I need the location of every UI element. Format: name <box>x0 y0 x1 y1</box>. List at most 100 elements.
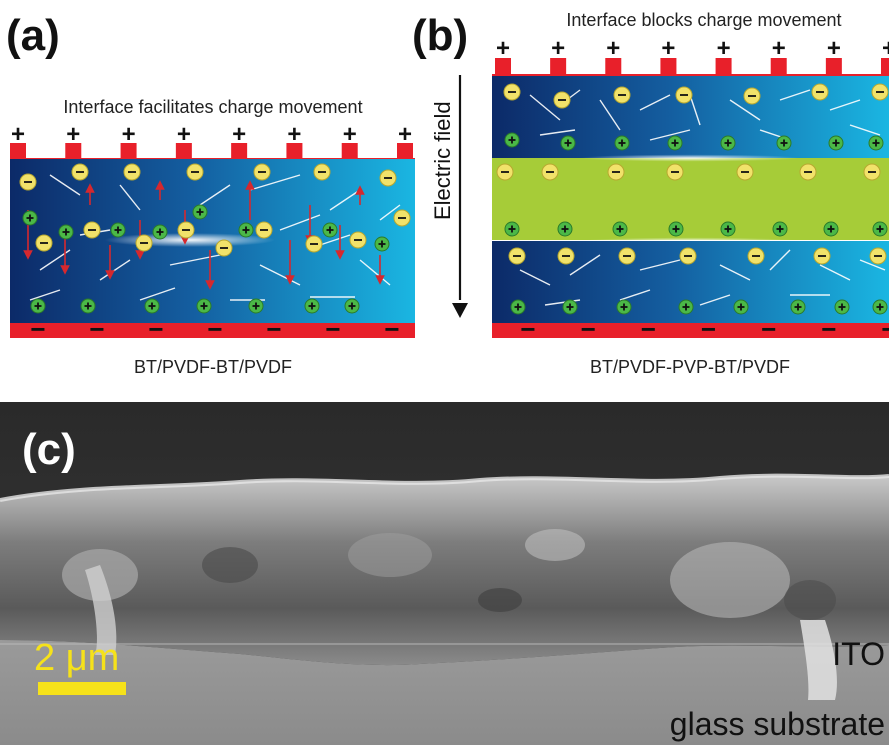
positive-charge <box>776 135 792 151</box>
negative-charge <box>255 221 273 239</box>
electrode-tab <box>341 143 358 159</box>
electrode-tab <box>495 58 511 74</box>
negative-charge <box>863 163 881 181</box>
panel-b-top-caption: Interface blocks charge movement <box>566 10 841 30</box>
plus-sign: + <box>827 35 841 62</box>
positive-charge <box>152 224 168 240</box>
negative-charge <box>177 221 195 239</box>
negative-charge <box>253 163 271 181</box>
sem-protrusion <box>85 565 117 655</box>
filler-rod <box>829 99 861 111</box>
electrode-tab <box>660 58 677 74</box>
negative-charge <box>508 247 526 265</box>
filler-rod <box>639 259 681 271</box>
positive-charge <box>344 298 360 314</box>
filler-rod <box>29 289 61 301</box>
filler-rod <box>359 259 391 286</box>
b-bottom-electrode <box>492 323 889 338</box>
sem-protrusion <box>800 620 837 700</box>
filler-rod <box>849 124 881 136</box>
filler-rod <box>49 174 81 196</box>
negative-charge <box>679 247 697 265</box>
electric-field-arrow: Electric field <box>430 75 468 318</box>
plus-sign: + <box>606 35 620 62</box>
negative-charge <box>811 83 829 101</box>
positive-charge <box>322 222 338 238</box>
minus-sign: − <box>207 314 222 344</box>
negative-charge <box>666 163 684 181</box>
negative-charge <box>186 163 204 181</box>
panel-b-bottom-caption: BT/PVDF-PVP-BT/PVDF <box>590 357 790 377</box>
electrode-tab <box>397 143 413 159</box>
filler-rod <box>599 99 621 131</box>
minus-sign: − <box>881 314 889 344</box>
minus-sign: − <box>148 314 163 344</box>
filler-rod <box>529 94 561 121</box>
electrode-tab <box>605 58 622 74</box>
plus-sign: + <box>232 121 246 148</box>
panel-c-label: (c) <box>22 425 76 474</box>
filler-rod <box>379 204 401 221</box>
positive-charge <box>374 236 390 252</box>
plus-sign: + <box>11 121 25 148</box>
plus-sign: + <box>177 121 191 148</box>
electric-field-label: Electric field <box>430 101 455 220</box>
positive-charge <box>772 221 788 237</box>
filler-rod <box>199 184 231 206</box>
sem-pore <box>348 533 432 577</box>
positive-charge <box>58 224 74 240</box>
b-interface-glow-top <box>580 154 800 162</box>
filler-rod <box>689 94 701 126</box>
a-bottom-electrode <box>10 323 415 338</box>
panel-a-top-caption: Interface facilitates charge movement <box>63 97 362 117</box>
filler-rod <box>619 289 651 301</box>
negative-charge <box>618 247 636 265</box>
positive-charge <box>614 135 630 151</box>
positive-charge <box>22 210 38 226</box>
negative-charge <box>19 173 37 191</box>
positive-charge <box>557 221 573 237</box>
a-charges <box>19 163 411 314</box>
positive-charge <box>560 135 576 151</box>
b-top-electrode <box>492 74 889 77</box>
filler-rod <box>169 254 221 266</box>
negative-charge <box>83 221 101 239</box>
positive-charge <box>872 299 888 315</box>
positive-charge <box>733 299 749 315</box>
positive-charge <box>504 221 520 237</box>
positive-charge <box>562 299 578 315</box>
minus-sign: − <box>30 314 45 344</box>
negative-charge <box>503 83 521 101</box>
glass-substrate-label: glass substrate <box>670 706 885 742</box>
plus-sign: + <box>496 35 510 62</box>
negative-charge <box>553 91 571 109</box>
negative-charge <box>799 163 817 181</box>
minus-sign: − <box>701 314 716 344</box>
positive-charge <box>238 222 254 238</box>
electrode-tab <box>770 58 787 74</box>
electrode-tab <box>825 58 842 74</box>
panel-a-label: (a) <box>6 11 60 60</box>
negative-charge <box>541 163 559 181</box>
negative-charge <box>393 209 411 227</box>
positive-charge <box>304 298 320 314</box>
filler-rod <box>279 214 321 231</box>
positive-charge <box>790 299 806 315</box>
positive-charge <box>504 132 520 148</box>
minus-sign: − <box>325 314 340 344</box>
electrode-tab <box>175 143 192 159</box>
plus-sign: + <box>661 35 675 62</box>
negative-charge <box>736 163 754 181</box>
panel-c-sem-image: (c) ITO glass substrate 2 μm <box>0 402 889 745</box>
positive-charge <box>828 135 844 151</box>
negative-charge <box>613 86 631 104</box>
filler-rod <box>519 269 551 286</box>
electrode-tab <box>550 58 567 74</box>
electrode-tab <box>120 143 137 159</box>
negative-charge <box>607 163 625 181</box>
sem-pore <box>670 542 790 618</box>
plus-sign: + <box>717 35 731 62</box>
filler-rod <box>819 264 851 281</box>
positive-charge <box>834 299 850 315</box>
positive-charge <box>612 221 628 237</box>
